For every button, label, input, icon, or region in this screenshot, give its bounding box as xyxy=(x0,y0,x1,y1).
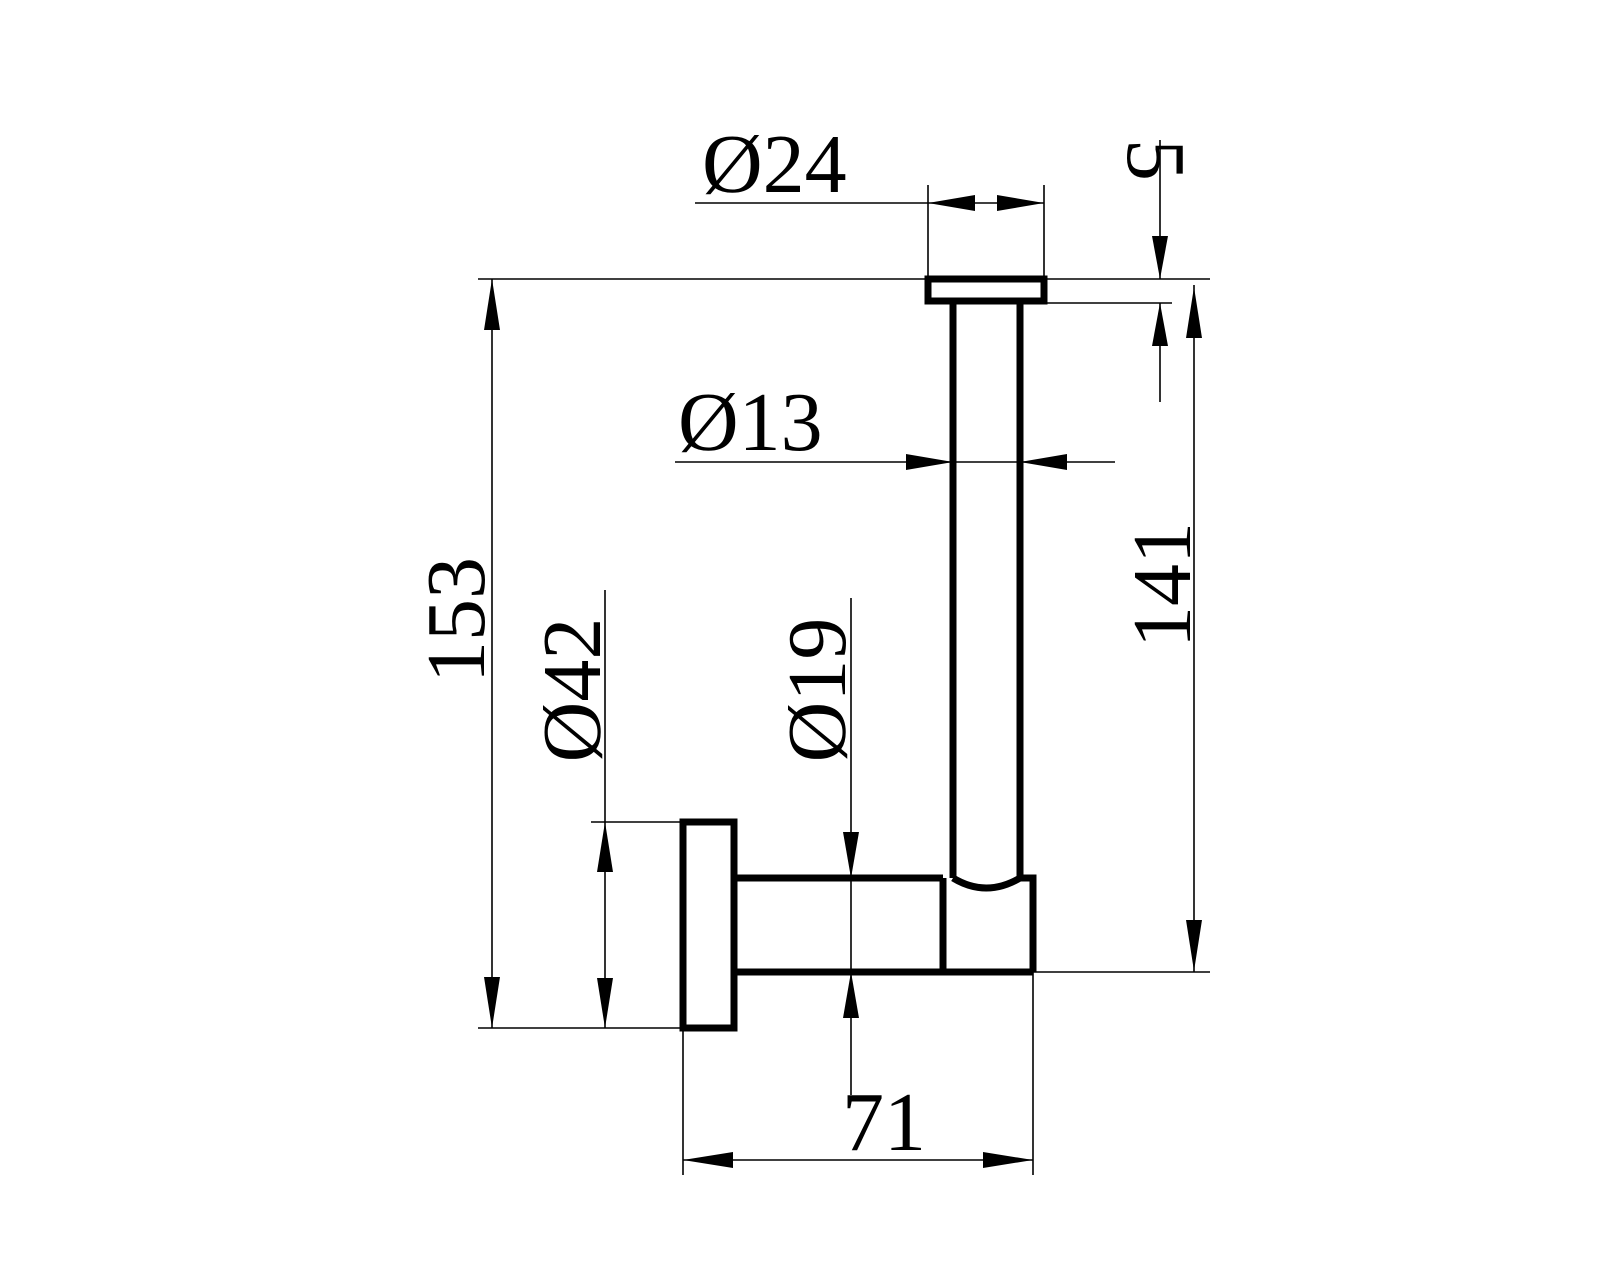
top-cap xyxy=(924,275,1048,305)
vertical-rod xyxy=(949,301,1024,878)
label-rod-length: 141 xyxy=(1116,522,1209,648)
label-cap-diameter: Ø24 xyxy=(702,118,847,211)
horizontal-arm xyxy=(734,874,1033,976)
holder-outline xyxy=(679,275,1048,1032)
extension-lines xyxy=(478,185,1210,1175)
label-projection: 71 xyxy=(842,1076,926,1169)
label-arm-diameter: Ø19 xyxy=(771,618,864,763)
label-rod-diameter: Ø13 xyxy=(678,376,823,469)
elbow-joint xyxy=(951,874,1037,972)
dimension-labels: Ø24 5 Ø13 153 Ø42 Ø19 141 71 xyxy=(410,118,1209,1169)
label-overall-height: 153 xyxy=(410,557,503,683)
label-plate-diameter: Ø42 xyxy=(526,618,619,763)
label-cap-thickness: 5 xyxy=(1109,139,1202,181)
base-plate xyxy=(679,818,738,1032)
arrowheads xyxy=(484,195,1202,1168)
